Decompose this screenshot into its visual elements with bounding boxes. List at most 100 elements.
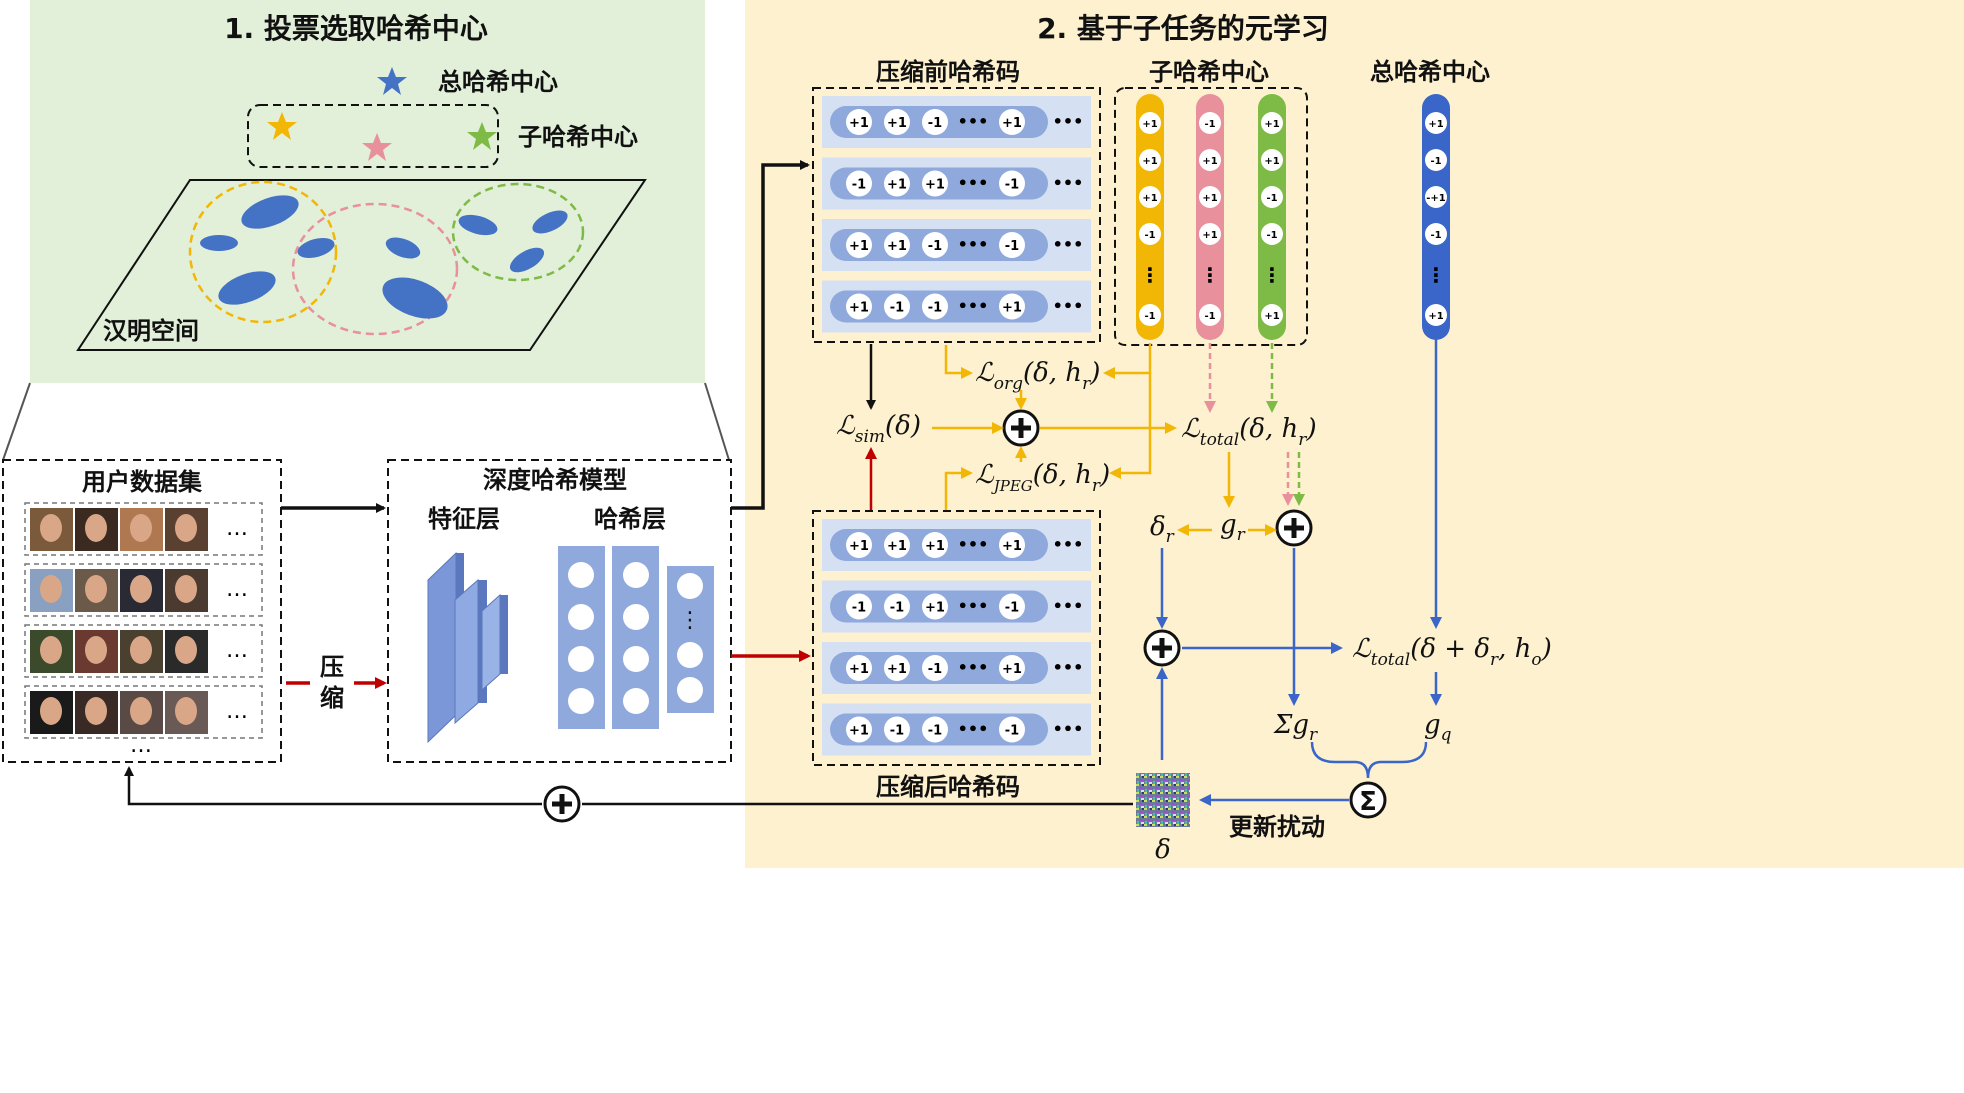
center-bit (1139, 149, 1161, 171)
code-bit-value: +1 (887, 116, 907, 131)
face-shape (175, 636, 197, 664)
code-bit (999, 593, 1025, 620)
code-bit-value: -1 (928, 116, 942, 131)
code-bit (884, 716, 910, 743)
code-bit-value: +1 (849, 662, 869, 677)
code-bit (884, 232, 910, 258)
row-ellipsis: ••• (1053, 174, 1084, 193)
row-ellipsis: ••• (1053, 112, 1084, 131)
dataset-box (2, 459, 282, 763)
center-bit-value: -1 (1144, 311, 1155, 322)
hash-layer-label: 哈希层 (594, 505, 666, 533)
code-ellipsis: ••• (958, 235, 989, 254)
center-bit-value: -1 (1266, 230, 1277, 241)
svg-text:ℒtotal(δ, hr): ℒtotal(δ, hr) (1181, 414, 1317, 450)
model-title: 深度哈希模型 (483, 466, 627, 494)
center-bit (1425, 304, 1447, 326)
code-bit-value: +1 (887, 178, 907, 193)
sum-g-r-label: Σgr (1273, 710, 1318, 745)
svg-text:ℒJPEG(δ, hr): ℒJPEG(δ, hr) (975, 460, 1110, 496)
code-ellipsis: ••• (958, 112, 989, 131)
center-bit (1139, 112, 1161, 134)
feature-layer-label: 特征层 (428, 505, 500, 533)
code-ellipsis: ••• (958, 597, 989, 616)
face-shape (85, 575, 107, 603)
compress-label-2: 缩 (320, 684, 344, 712)
pre-codes-title: 压缩前哈希码 (876, 58, 1020, 86)
code-bit-value: +1 (1002, 301, 1022, 316)
center-bit-value: -1 (1430, 156, 1441, 167)
blue-flows (1156, 338, 1442, 806)
hash-points (200, 195, 568, 319)
face-shape (130, 514, 152, 542)
face-shape (40, 636, 62, 664)
center-ellipsis: ⋮ (1140, 263, 1160, 287)
face-shape (130, 697, 152, 725)
code-bit-value: -1 (928, 724, 942, 739)
cluster-green (451, 182, 585, 282)
loss-org: ℒorg(δ, hr) (975, 358, 1100, 394)
code-bit (846, 655, 872, 681)
hamming-space-label: 汉明空间 (103, 317, 199, 345)
code-bit-value: +1 (849, 239, 869, 254)
code-bit (884, 532, 910, 558)
model-box (387, 459, 732, 763)
code-ellipsis: ••• (958, 535, 989, 554)
sub-center-legend-box (247, 104, 499, 168)
hamming-space-plane (76, 179, 647, 351)
center-bit-value: +1 (1202, 156, 1217, 167)
center-bit-value: +1 (1264, 311, 1279, 322)
center-bit-value: +1 (1142, 156, 1157, 167)
center-bit (1261, 223, 1283, 245)
face-shape (175, 514, 197, 542)
post-codes-title: 压缩后哈希码 (876, 773, 1020, 801)
code-bit (922, 716, 948, 743)
code-bit-value: -1 (928, 301, 942, 316)
face-shape (130, 575, 152, 603)
center-ellipsis: ⋮ (1200, 263, 1220, 287)
code-bit (922, 532, 948, 558)
feature-layer-blocks (427, 551, 508, 744)
center-ellipsis: ⋮ (1262, 263, 1282, 287)
center-bit-value: +1 (1142, 119, 1157, 130)
center-bit-value: -1 (1204, 311, 1215, 322)
update-perturbation-label: 更新扰动 (1229, 813, 1325, 841)
face-shape (130, 636, 152, 664)
row-ellipsis: … (226, 516, 248, 541)
face-shape (85, 697, 107, 725)
code-bit (922, 655, 948, 681)
center-bit (1261, 149, 1283, 171)
code-bit (846, 232, 872, 258)
code-bit-value: +1 (925, 539, 945, 554)
center-bit (1139, 304, 1161, 326)
dataset-title: 用户数据集 (82, 468, 203, 496)
code-ellipsis: ••• (958, 174, 989, 193)
yellow-flows (932, 343, 1277, 536)
row-ellipsis: ••• (1053, 235, 1084, 254)
code-bit (999, 232, 1025, 258)
face-shape (175, 575, 197, 603)
plus-circle-main (1002, 409, 1040, 447)
cluster-yellow (188, 180, 338, 324)
code-bit (846, 293, 872, 320)
code-bit-value: -1 (852, 178, 866, 193)
code-bit (999, 655, 1025, 681)
code-bit-value: +1 (849, 116, 869, 131)
code-bit-value: -1 (928, 239, 942, 254)
row-ellipsis: ••• (1053, 597, 1084, 616)
code-bit (999, 716, 1025, 743)
center-bit-value: +1 (1142, 193, 1157, 204)
code-bit (846, 109, 872, 135)
code-bit-value: -1 (928, 662, 942, 677)
code-bit-value: +1 (887, 662, 907, 677)
center-bit-value: +1 (1428, 119, 1443, 130)
pre-codes-group: +1+1-1+1••••••-1+1+1-1••••••+1+1-1-1••••… (822, 96, 1091, 333)
zoom-line-right (704, 382, 730, 461)
delta-label: δ (1155, 835, 1171, 865)
code-bit (922, 232, 948, 258)
sub-centers-title: 子哈希中心 (1149, 58, 1269, 86)
dataset-rows: ………… (24, 502, 263, 739)
code-bit-value: +1 (849, 724, 869, 739)
center-bit-value: +1 (1264, 119, 1279, 130)
code-bit (884, 109, 910, 135)
